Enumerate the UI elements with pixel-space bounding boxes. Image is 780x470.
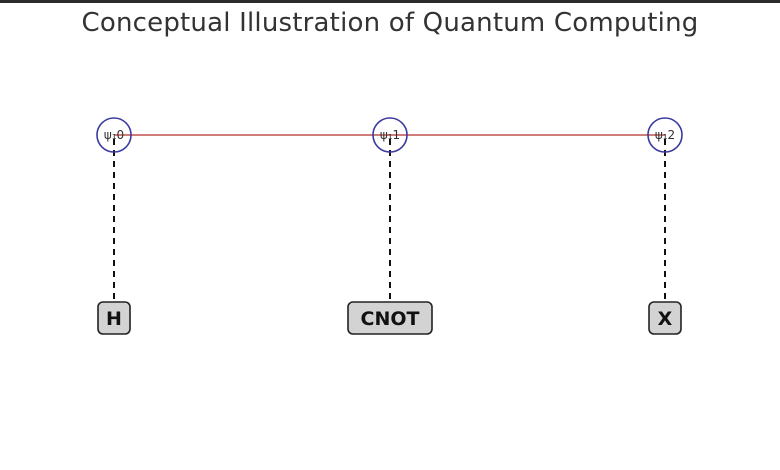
qubit-0-circle	[96, 117, 132, 153]
qubit-2-circle	[647, 117, 683, 153]
gate-x-box	[648, 301, 682, 335]
qubit-1-label: ψ₁1	[380, 128, 400, 142]
top-border	[0, 0, 780, 3]
gate-cnot-box	[347, 301, 433, 335]
gate-h-box	[97, 301, 131, 335]
gate-h-label: H	[106, 308, 122, 330]
qubit-0-label: ψ₁0	[104, 128, 124, 142]
gate-x-label: X	[658, 308, 673, 330]
diagram-title: Conceptual Illustration of Quantum Compu…	[81, 8, 699, 38]
gate-cnot-label: CNOT	[361, 308, 420, 330]
qubit-2-label: ψ₁2	[655, 128, 675, 142]
qubit-1-circle	[372, 117, 408, 153]
